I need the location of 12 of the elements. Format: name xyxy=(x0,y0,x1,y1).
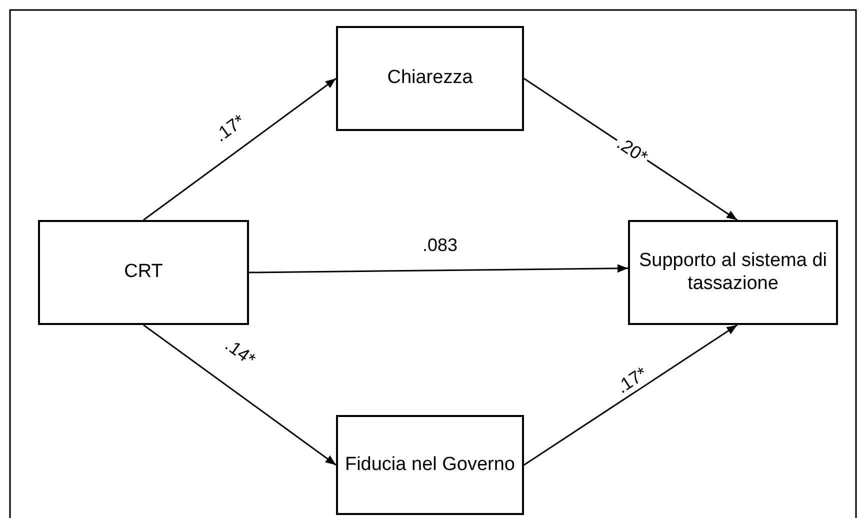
arrow xyxy=(524,324,738,466)
variable-box xyxy=(38,220,249,325)
node-label: CRT xyxy=(124,261,163,284)
variable-box xyxy=(336,415,524,515)
variable-box xyxy=(336,26,524,131)
node-label: Fiducia nel Governo xyxy=(344,454,516,476)
node-label: Chiarezza xyxy=(387,67,473,90)
arrow xyxy=(249,264,628,274)
arrow xyxy=(143,78,336,221)
node-label: Supporto al sistema di tassazione xyxy=(638,250,828,296)
variable-box xyxy=(628,220,838,325)
arrow xyxy=(143,324,336,466)
